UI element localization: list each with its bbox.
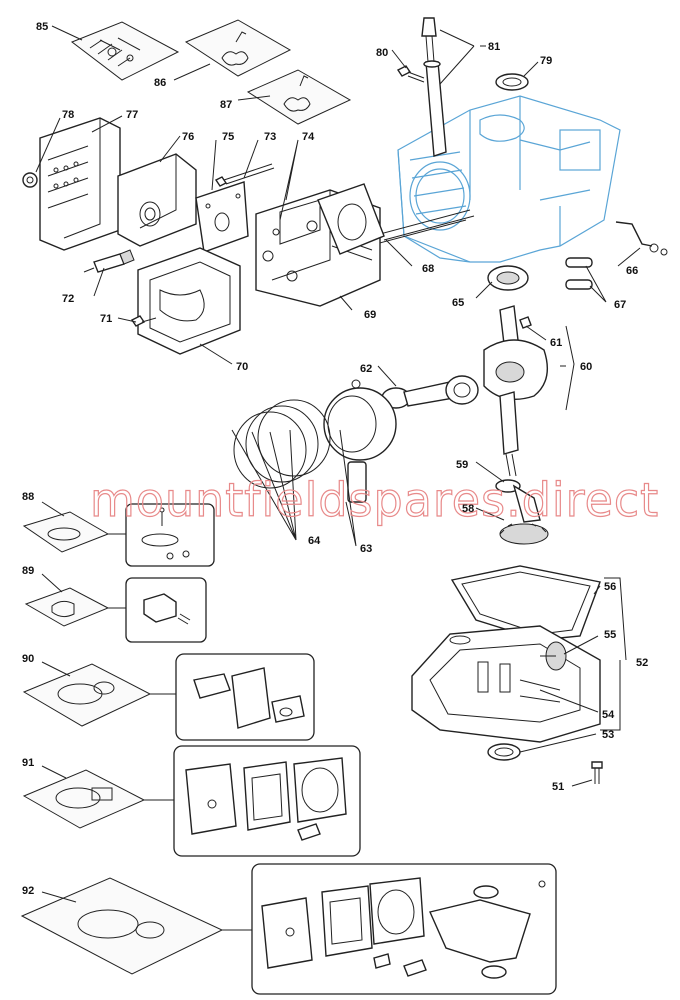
seal-59 <box>495 479 541 523</box>
callout-62: 62 <box>360 363 372 375</box>
spark-plug-72 <box>83 249 135 273</box>
callout-55: 55 <box>604 629 616 641</box>
gasket-56 <box>450 565 601 641</box>
kit-91-bag <box>22 769 146 829</box>
muffler-cover-77 <box>39 117 121 251</box>
callout-68: 68 <box>422 263 434 275</box>
kit-86-bag <box>184 19 292 77</box>
kit-92-bag <box>20 877 224 975</box>
callout-85: 85 <box>36 21 48 33</box>
callout-79: 79 <box>540 55 552 67</box>
kit-92-contents <box>261 877 546 979</box>
callout-69: 69 <box>364 309 376 321</box>
callout-90: 90 <box>22 653 34 665</box>
bolt-51 <box>591 761 603 784</box>
bolt-71 <box>130 315 157 327</box>
callout-86: 86 <box>154 77 166 89</box>
seal-79 <box>495 73 529 91</box>
callout-61: 61 <box>550 337 562 349</box>
callout-75: 75 <box>222 131 234 143</box>
gear-58 <box>499 523 549 545</box>
callout-60: 60 <box>580 361 592 373</box>
kit-90-bag <box>22 663 152 727</box>
callout-56: 56 <box>604 581 616 593</box>
crankshaft-60 <box>483 305 548 477</box>
callout-66: 66 <box>626 265 638 277</box>
callout-74: 74 <box>302 131 315 143</box>
clip-63 <box>351 379 361 389</box>
kit-90-contents <box>193 667 305 729</box>
callout-65: 65 <box>452 297 464 309</box>
callout-80: 80 <box>376 47 388 59</box>
kit-89-contents <box>143 593 191 625</box>
callout-67: 67 <box>614 299 626 311</box>
callout-72: 72 <box>62 293 74 305</box>
pushrods-68 <box>375 209 475 245</box>
governor-gear-55 <box>540 641 567 671</box>
sump-base-52 <box>411 625 601 743</box>
callout-58: 58 <box>462 503 474 515</box>
callout-73: 73 <box>264 131 276 143</box>
callout-59: 59 <box>456 459 468 471</box>
dowel-pins-67 <box>565 257 593 290</box>
callout-54: 54 <box>602 709 615 721</box>
head-gasket-74 <box>317 183 385 255</box>
bearing-65 <box>487 265 529 291</box>
kit-87-bag <box>246 69 352 125</box>
kit-91-contents <box>185 757 347 841</box>
callout-51: 51 <box>552 781 564 793</box>
bolt-80 <box>396 65 425 83</box>
lever-66 <box>615 221 668 256</box>
cylinder-block <box>397 95 621 263</box>
muffler-76 <box>117 153 197 247</box>
callout-70: 70 <box>236 361 248 373</box>
nut-78 <box>22 172 38 188</box>
callout-91: 91 <box>22 757 34 769</box>
callout-77: 77 <box>126 109 138 121</box>
rocker-cover-70 <box>137 247 241 355</box>
callout-88: 88 <box>22 491 34 503</box>
callout-78: 78 <box>62 109 74 121</box>
key-61 <box>519 316 532 329</box>
callout-71: 71 <box>100 313 112 325</box>
callout-63: 63 <box>360 543 372 555</box>
seal-53 <box>487 743 521 761</box>
gasket-75 <box>195 181 249 253</box>
dipstick-tube-81 <box>421 17 447 157</box>
callout-76: 76 <box>182 131 194 143</box>
callout-81: 81 <box>488 41 500 53</box>
kit-89-bag <box>24 587 110 627</box>
callout-92: 92 <box>22 885 34 897</box>
callout-89: 89 <box>22 565 34 577</box>
callout-numbers: 85 86 87 80 81 79 78 77 76 75 73 74 68 6… <box>22 21 648 897</box>
callout-52: 52 <box>636 657 648 669</box>
kit-88-contents <box>141 507 190 560</box>
studs-73 <box>214 163 275 187</box>
callout-87: 87 <box>220 99 232 111</box>
watermark-text: mountfieldspares.direct <box>90 473 659 527</box>
callout-64: 64 <box>308 535 321 547</box>
leader-lines <box>35 25 641 931</box>
kit-85-bag <box>70 21 180 81</box>
connecting-rod-62 <box>381 375 479 409</box>
callout-53: 53 <box>602 729 614 741</box>
